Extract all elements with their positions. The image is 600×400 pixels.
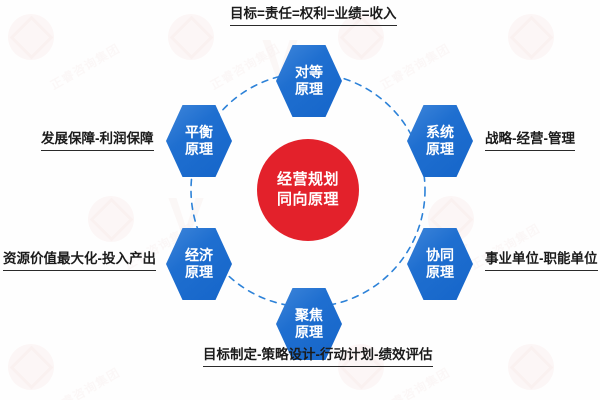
caption-jujiao: 目标制定-策略设计-行动计划-绩效评估: [203, 347, 433, 367]
caption-xitong: 战略-经营-管理: [485, 131, 575, 151]
node-xietong[interactable]: 协同 原理: [407, 228, 473, 300]
node-jingji-line-2: 原理: [185, 264, 213, 280]
node-jujiao-line-1: 聚焦: [295, 307, 323, 324]
node-xietong-line-2: 原理: [426, 264, 454, 280]
node-duideng-line-2: 原理: [295, 81, 323, 97]
node-duideng-line-1: 对等: [295, 64, 323, 81]
center-node[interactable]: 经营规划 同向原理: [257, 139, 359, 241]
node-pingheng[interactable]: 平衡 原理: [166, 105, 232, 177]
node-jingji[interactable]: 经济 原理: [166, 228, 232, 300]
node-duideng[interactable]: 对等 原理: [276, 45, 342, 117]
node-xitong[interactable]: 系统 原理: [407, 105, 473, 177]
caption-jingji: 资源价值最大化-投入产出: [3, 251, 156, 271]
node-pingheng-line-1: 平衡: [185, 124, 213, 141]
caption-pingheng: 发展保障-利润保障: [41, 131, 154, 151]
node-xietong-line-1: 协同: [426, 247, 454, 264]
node-jujiao[interactable]: 聚焦 原理: [276, 288, 342, 360]
center-node-line-1: 经营规划: [276, 170, 339, 188]
node-xitong-line-1: 系统: [426, 124, 454, 141]
caption-xietong: 事业单位-职能单位: [485, 251, 598, 271]
node-jujiao-line-2: 原理: [295, 324, 323, 340]
node-pingheng-line-2: 原理: [185, 141, 213, 157]
center-node-line-2: 同向原理: [276, 191, 339, 208]
node-jingji-line-1: 经济: [185, 247, 213, 264]
caption-duideng: 目标=责任=权利=业绩=收入: [230, 6, 397, 26]
node-xitong-line-2: 原理: [426, 141, 454, 157]
